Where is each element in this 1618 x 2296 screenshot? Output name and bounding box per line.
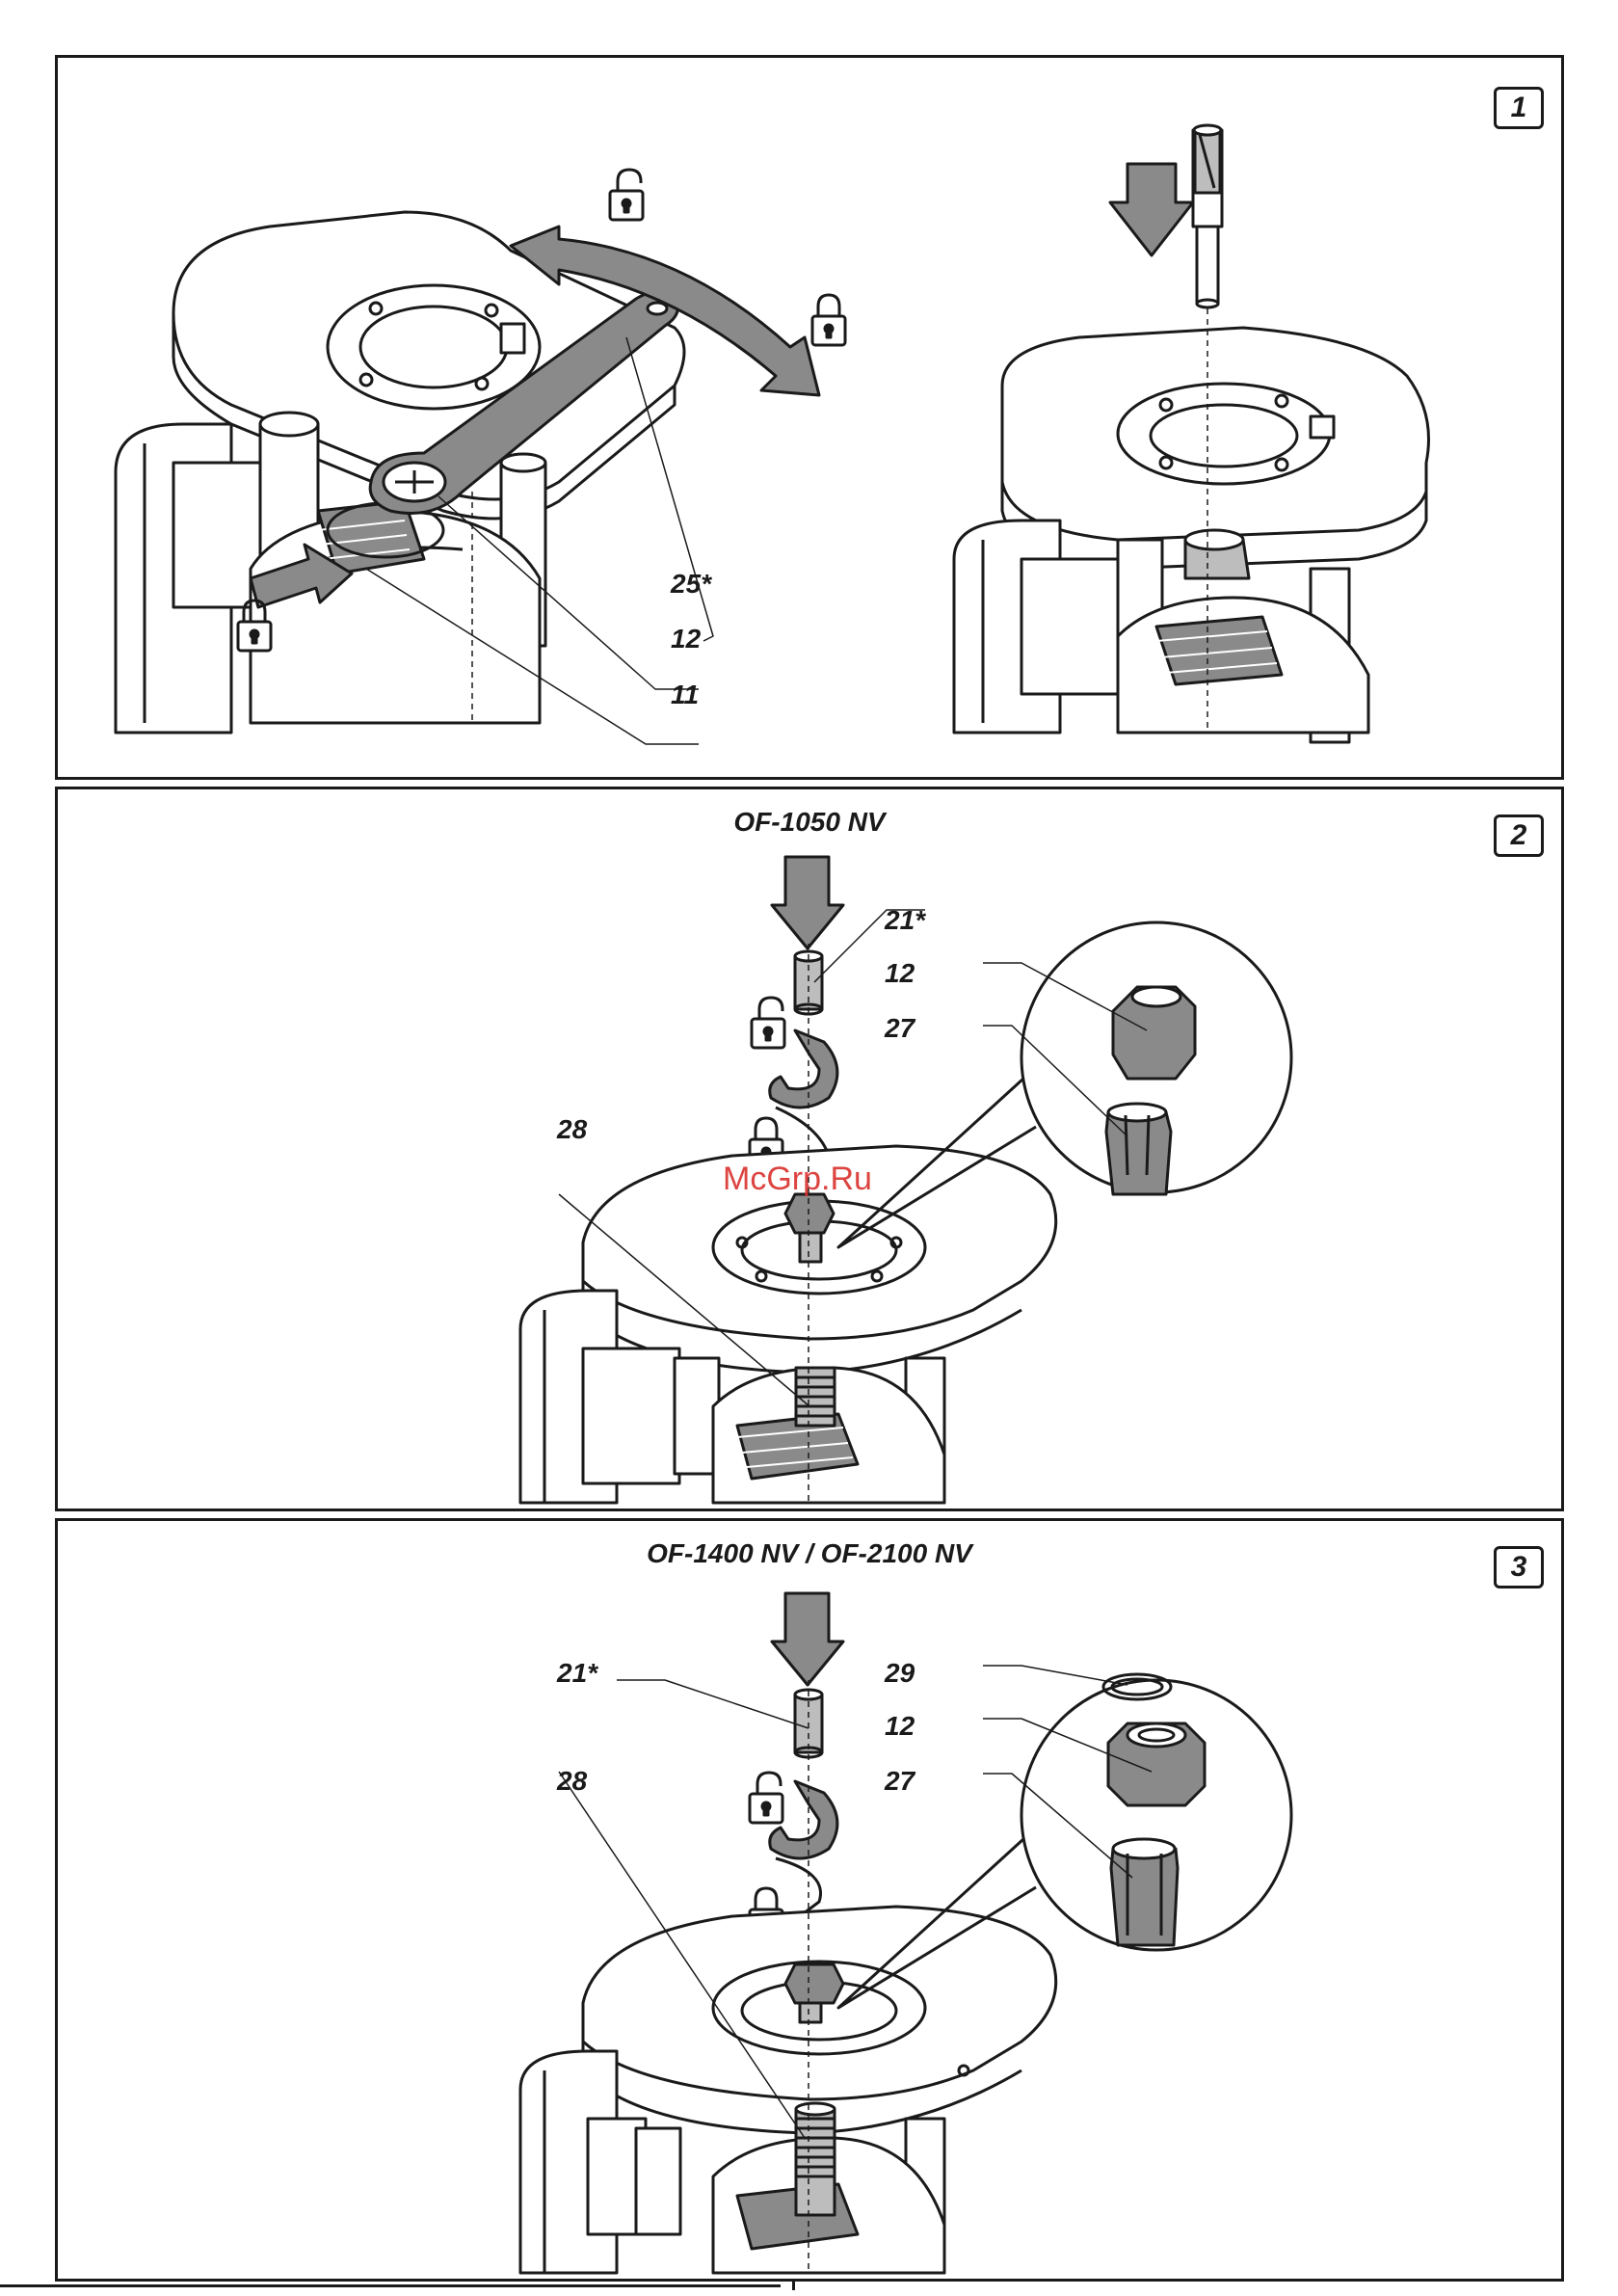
router-body — [520, 1146, 1056, 1503]
unlock-icon — [750, 1773, 782, 1823]
panel-1: 1 — [55, 55, 1564, 780]
panel-2-illustration — [58, 789, 1567, 1514]
router-body — [520, 1907, 1056, 2273]
callout-12: 12 — [885, 958, 915, 989]
down-arrow-icon — [1110, 164, 1193, 255]
collet-icon — [1111, 1839, 1178, 1945]
panel-3-illustration — [58, 1521, 1567, 2284]
unlock-icon — [752, 998, 784, 1048]
callout-21: 21* — [885, 905, 925, 936]
callout-28: 28 — [557, 1766, 587, 1797]
collet-sleeve-icon — [795, 951, 822, 1014]
callout-11: 11 — [671, 680, 699, 710]
callout-21: 21* — [557, 1658, 597, 1689]
down-arrow-icon — [772, 1593, 843, 1685]
callout-27: 27 — [885, 1013, 915, 1044]
router-right — [954, 328, 1429, 742]
nut-icon — [1108, 1723, 1205, 1805]
unlock-icon — [610, 170, 643, 220]
collet-icon — [1106, 1104, 1171, 1194]
footer-mark — [792, 2281, 795, 2290]
nut-icon — [1113, 987, 1195, 1079]
footer-rule — [0, 2284, 781, 2287]
callout-12: 12 — [671, 624, 701, 654]
callout-29: 29 — [885, 1658, 915, 1689]
callout-25: 25* — [671, 569, 711, 600]
callout-27: 27 — [885, 1766, 915, 1797]
callout-28: 28 — [557, 1114, 587, 1145]
router-bit-icon — [1193, 125, 1222, 307]
panel-2: 2 OF-1050 NV — [55, 787, 1564, 1511]
panel-1-illustration — [58, 58, 1567, 783]
callout-12: 12 — [885, 1711, 915, 1742]
panel-3: 3 OF-1400 NV / OF-2100 NV — [55, 1518, 1564, 2282]
watermark-text: McGrp.Ru — [723, 1161, 872, 1198]
down-arrow-icon — [772, 857, 843, 948]
lock-icon — [812, 295, 845, 345]
